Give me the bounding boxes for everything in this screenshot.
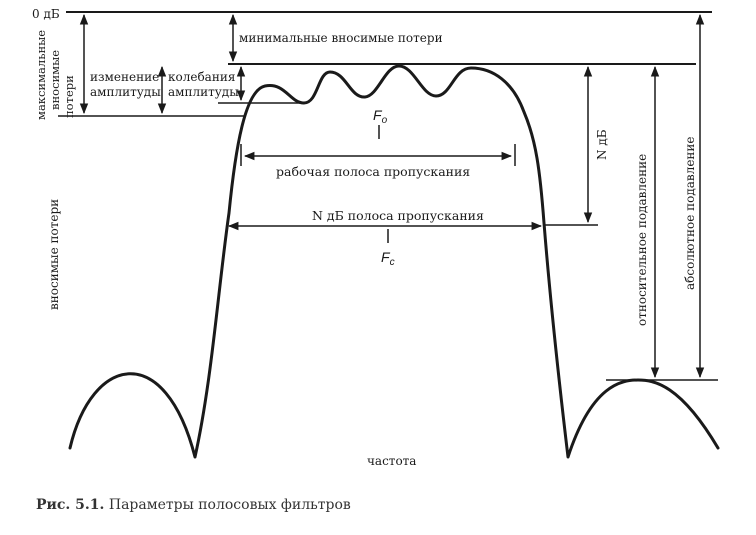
amp-ripple-label-line1: колебания <box>168 70 235 84</box>
f0-label-main: F <box>373 107 383 123</box>
working-band-label: рабочая полоса пропускания <box>276 164 470 179</box>
figure-caption-text: Параметры полосовых фильтров <box>108 497 351 513</box>
figure-caption-number: Рис. 5.1. <box>36 497 105 513</box>
filter-response-curve <box>68 64 720 459</box>
insertion-loss-axis-label: вносимые потери <box>47 199 61 310</box>
figure-caption: Рис. 5.1. Параметры полосовых фильтров <box>36 497 351 513</box>
fc-label: Fc <box>381 249 395 268</box>
max-loss-label-line2: вносимые <box>48 50 62 110</box>
zero-db-label: 0 дБ <box>32 7 60 21</box>
max-loss-label: максимальные вносимые потери <box>34 30 76 120</box>
amp-change-label-line2: амплитуды <box>90 85 161 99</box>
max-loss-label-line3: потери <box>62 75 76 118</box>
n-db-label: N дБ <box>595 129 609 160</box>
frequency-axis-label: частота <box>367 454 416 468</box>
fc-label-sub: c <box>390 257 395 268</box>
f0-label: Fo <box>373 107 388 126</box>
max-loss-label-line1: максимальные <box>34 30 48 120</box>
f0-label-sub: o <box>382 115 388 126</box>
fc-label-main: F <box>381 249 391 265</box>
amp-change-label-line1: изменение <box>90 70 159 84</box>
min-loss-label: минимальные вносимые потери <box>239 31 443 45</box>
n-db-band-label: N дБ полоса пропускания <box>312 208 484 223</box>
amp-ripple-label-line2: амплитуды <box>168 85 239 99</box>
relative-rejection-label: относительное подавление <box>635 154 649 326</box>
absolute-rejection-label: абсолютное подавление <box>683 136 697 290</box>
